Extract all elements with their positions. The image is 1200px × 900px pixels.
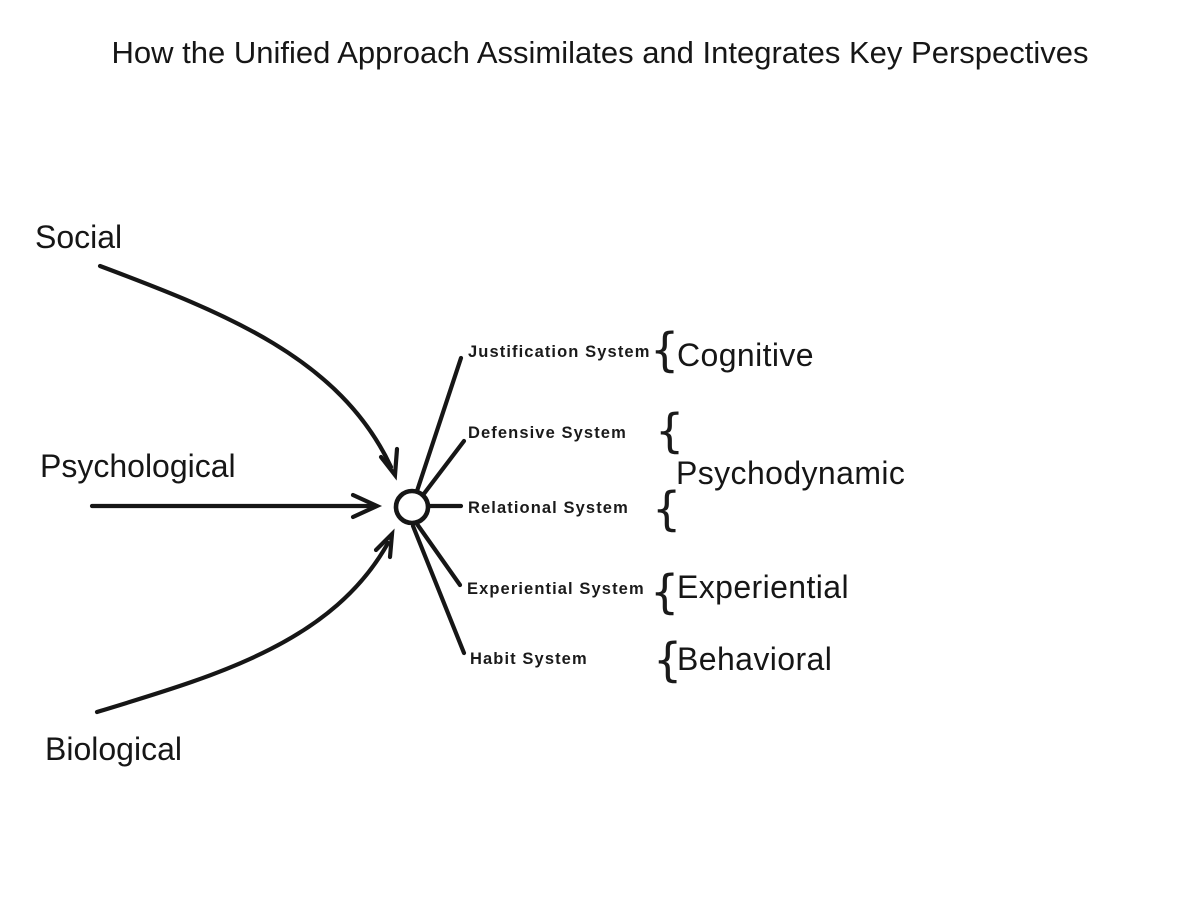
page-title: How the Unified Approach Assimilates and…: [111, 35, 1089, 70]
input-label-psychological: Psychological: [40, 448, 236, 484]
system-label-relational: Relational System: [468, 499, 629, 517]
central-node: [393, 488, 431, 526]
input-label-social: Social: [35, 219, 123, 255]
system-label-justification: Justification System: [468, 343, 651, 361]
experiential-system-line: [414, 521, 463, 588]
justification-system-line: [414, 355, 464, 494]
system-label-habit: Habit System: [470, 650, 588, 668]
system-label-experiential: Experiential System: [467, 580, 645, 598]
biological-arrow: [94, 540, 391, 715]
brace-experiential: {: [650, 565, 680, 619]
brace-behavioral: {: [653, 633, 683, 687]
social-arrow: [97, 263, 394, 470]
perspective-label-behavioral: Behavioral: [677, 641, 833, 677]
brace-cognitive: {: [650, 323, 680, 377]
perspective-label-cognitive: Cognitive: [677, 337, 815, 373]
habit-system-line: [410, 523, 467, 656]
psychological-arrowhead-icon: [350, 492, 383, 520]
perspective-label-psychodynamic: Psychodynamic: [676, 455, 906, 491]
brace-defensive: {: [655, 404, 685, 458]
brace-relational: {: [652, 482, 682, 536]
social-arrowhead-icon: [378, 446, 400, 481]
perspective-label-experiential: Experiential: [677, 569, 850, 605]
biological-arrowhead-icon: [373, 528, 395, 560]
system-label-defensive: Defensive System: [468, 424, 627, 442]
defensive-system-line: [420, 438, 467, 498]
input-label-biological: Biological: [45, 731, 182, 767]
